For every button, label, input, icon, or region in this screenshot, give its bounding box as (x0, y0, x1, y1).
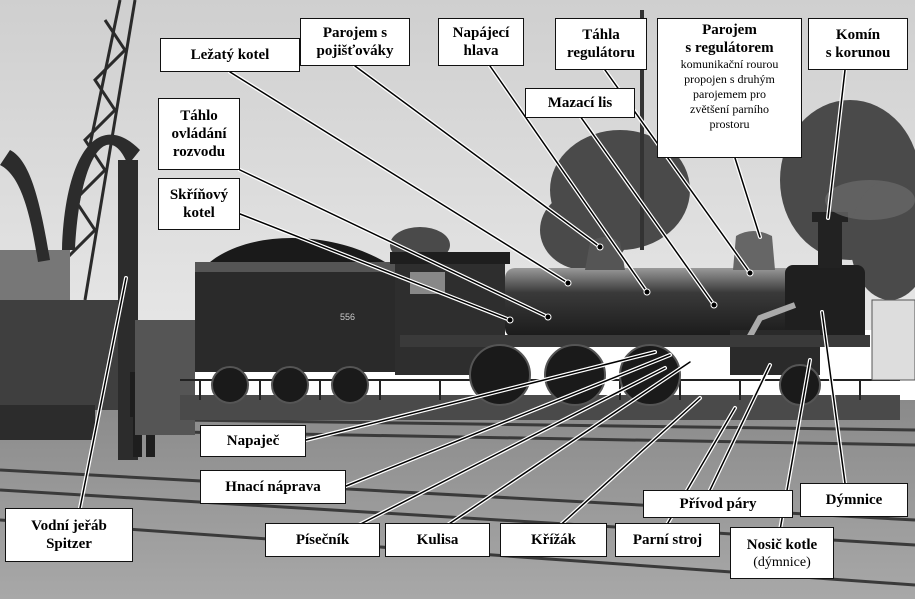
label-nosic-kotle: Nosič kotle (dýmnice) (730, 527, 834, 579)
label-skrinovy-kotel: Skříňový kotel (158, 178, 240, 230)
cab-window (410, 272, 445, 294)
label-privod-pary-text: Přívod páry (679, 496, 757, 512)
label-parni-stroj: Parní stroj (615, 523, 720, 557)
tender (195, 238, 395, 372)
label-privod-pary: Přívod páry (643, 490, 793, 518)
point-markers (506, 243, 754, 324)
label-napajec-text: Napaječ (226, 433, 280, 449)
wheels (211, 344, 821, 406)
label-hnaci-naprava: Hnací náprava (200, 470, 346, 504)
lamp-post (640, 10, 644, 250)
coal-pile (0, 300, 120, 410)
smokebox (785, 265, 865, 343)
right-building (871, 299, 915, 381)
label-tahlo-rozvodu-text: Táhlo ovládání rozvodu (171, 108, 227, 160)
label-vodni-jerab: Vodní jeřáb Spitzer (5, 508, 133, 562)
label-kulisa: Kulisa (385, 523, 490, 557)
label-parojem-pojistovaky: Parojem s pojišťováky (300, 18, 410, 66)
label-krizak-text: Křížák (531, 532, 576, 548)
label-tahlo-rozvodu: Táhlo ovládání rozvodu (158, 98, 240, 170)
cab-roof (390, 252, 510, 264)
label-mazaci-lis: Mazací lis (525, 88, 635, 118)
label-tahla-regulatoru: Táhla regulátoru (555, 18, 647, 70)
label-parojem-pojistovaky-text: Parojem s pojišťováky (316, 25, 394, 59)
label-pisecnik: Písečník (265, 523, 380, 557)
leader-lines-inner (79, 65, 846, 533)
label-kulisa-text: Kulisa (416, 532, 459, 548)
tender-number: 556 (340, 312, 355, 322)
label-nosic-kotle-text: Nosič kotle (746, 536, 818, 553)
label-parojem-regulator-text: Parojem s regulátorem (685, 22, 774, 56)
label-komin-text: Komín s korunou (825, 27, 891, 61)
label-tahla-regulatoru-text: Táhla regulátoru (566, 27, 636, 61)
label-hnaci-naprava-text: Hnací náprava (225, 479, 321, 495)
label-dymnice: Dýmnice (800, 483, 908, 517)
label-parni-stroj-text: Parní stroj (632, 532, 703, 548)
label-napajec: Napaječ (200, 425, 306, 457)
label-mazaci-lis-text: Mazací lis (547, 95, 613, 111)
label-lezaty-kotel: Ležatý kotel (160, 38, 300, 72)
label-parojem-regulator-note: komunikační rourou propojen s druhým par… (680, 57, 779, 131)
steam-dome-2 (733, 231, 775, 270)
label-vodni-jerab-text: Vodní jeřáb Spitzer (31, 518, 107, 552)
label-napajeci-hlava-text: Napájecí hlava (452, 25, 510, 59)
chimney (818, 218, 842, 268)
label-parojem-regulator: Parojem s regulátorem komunikační rourou… (657, 18, 802, 158)
smoke (825, 180, 915, 220)
label-komin: Komín s korunou (808, 18, 908, 70)
label-napajeci-hlava: Napájecí hlava (438, 18, 524, 66)
label-krizak: Křížák (500, 523, 607, 557)
label-lezaty-kotel-text: Ležatý kotel (190, 47, 270, 63)
boiler-barrel (505, 268, 795, 338)
label-skrinovy-kotel-text: Skříňový kotel (169, 187, 229, 221)
running-board (400, 335, 870, 347)
label-dymnice-text: Dýmnice (825, 492, 883, 508)
label-pisecnik-text: Písečník (295, 532, 350, 548)
label-nosic-kotle-paren: (dýmnice) (753, 554, 811, 570)
